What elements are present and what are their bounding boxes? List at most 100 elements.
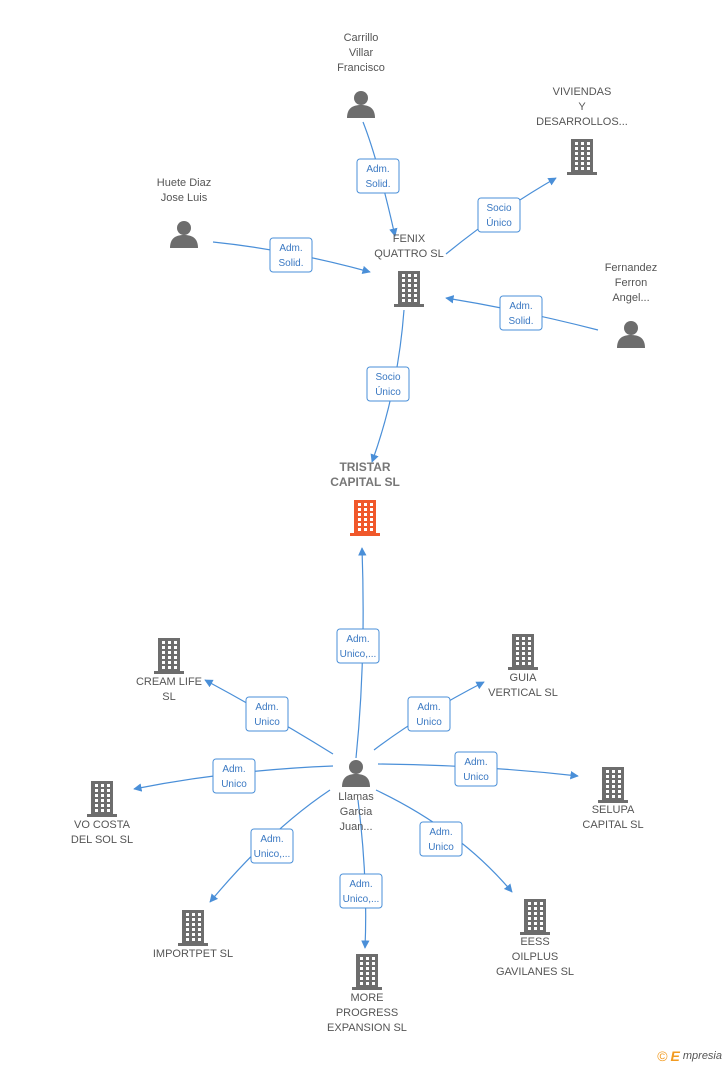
edge-label-text: Unico,... xyxy=(343,894,380,905)
node-label: Ferron xyxy=(615,277,647,289)
edge-carrillo-to-fenix: Adm. Solid. xyxy=(356,121,400,237)
edge-label-box[interactable]: Adm. Unico,... xyxy=(339,873,383,909)
node-llamas[interactable]: LlamasGarciaJuan... xyxy=(338,760,374,833)
edge-label-frame xyxy=(454,751,498,787)
edge-label-box[interactable]: Adm. Solid. xyxy=(356,158,400,194)
edge-label-frame xyxy=(356,158,400,194)
edge-label-frame xyxy=(499,295,543,331)
edge-label-box[interactable]: Adm. Solid. xyxy=(499,295,543,331)
edge-llamas-to-vocosta: Adm. Unico xyxy=(133,758,334,794)
edge-label-text: Socio xyxy=(375,372,400,383)
edge-label-frame xyxy=(212,758,256,794)
edge-llamas-to-tristar: Adm. Unico,... xyxy=(336,547,380,759)
edge-label-text: Adm. xyxy=(255,702,278,713)
person-icon xyxy=(342,760,370,787)
edge-label-text: Solid. xyxy=(508,316,533,327)
edge-label-text: Unico,... xyxy=(254,849,291,860)
node-label: Angel... xyxy=(612,292,649,304)
node-label: IMPORTPET SL xyxy=(153,948,233,960)
node-label: Francisco xyxy=(337,62,385,74)
edge-label-text: Adm. xyxy=(222,764,245,775)
edge-label-box[interactable]: Adm.Unico xyxy=(419,821,463,857)
edge-label-text: Adm. xyxy=(464,757,487,768)
edge-label-text: Solid. xyxy=(365,179,390,190)
edge-llamas-to-cream: Adm. Unico xyxy=(204,679,334,755)
node-label: PROGRESS xyxy=(336,1007,398,1019)
node-more[interactable]: MORE PROGRESS EXPANSION SL xyxy=(327,954,407,1034)
edge-label-text: Socio xyxy=(486,203,511,214)
node-label: Juan... xyxy=(339,821,372,833)
edge-label-frame xyxy=(336,628,380,664)
copyright-symbol: © xyxy=(657,1048,668,1064)
edge-label-box[interactable]: Adm.Unico xyxy=(407,696,451,732)
node-viviendas[interactable]: VIVIENDAS Y DESARROLLOS... xyxy=(536,86,628,175)
edge-label-box[interactable]: Adm. Unico xyxy=(454,751,498,787)
edge-llamas-to-importpet: Adm.Unico,... xyxy=(209,789,331,903)
edge-llamas-to-guia: Adm.Unico xyxy=(373,681,485,751)
edge-label-text: Adm. xyxy=(349,879,372,890)
brand-logo-initial: E xyxy=(670,1048,680,1064)
edge-label-box[interactable]: Adm.Solid. xyxy=(269,237,313,273)
node-label: DESARROLLOS... xyxy=(536,116,628,128)
building-icon xyxy=(598,767,628,803)
node-label: SELUPA xyxy=(592,804,635,816)
node-label: OILPLUS xyxy=(512,951,558,963)
edge-label-box[interactable]: Adm. Unico xyxy=(245,696,289,732)
edge-label-text: Adm. xyxy=(346,634,369,645)
edge-label-text: Adm. xyxy=(366,164,389,175)
edge-label-text: Unico xyxy=(221,779,247,790)
node-label: EESS xyxy=(520,936,549,948)
node-label: TRISTAR xyxy=(339,460,390,474)
building-icon xyxy=(352,954,382,990)
edge-label-box[interactable]: Adm.Unico,... xyxy=(250,828,294,864)
edge-label-text: Unico xyxy=(416,717,442,728)
node-importpet[interactable]: IMPORTPET SL xyxy=(153,910,233,960)
edge-label-frame xyxy=(245,696,289,732)
edge-label-frame xyxy=(339,873,383,909)
node-label: MORE xyxy=(351,992,384,1004)
edge-label-text: Unico xyxy=(463,772,489,783)
node-label: Carrillo xyxy=(344,32,379,44)
node-label: QUATTRO SL xyxy=(374,248,443,260)
node-fenix[interactable]: FENIX QUATTRO SL xyxy=(374,233,444,307)
node-label: Y xyxy=(578,101,586,113)
node-label: FENIX xyxy=(393,233,426,245)
edge-label-frame xyxy=(250,828,294,864)
edge-label-text: Solid. xyxy=(278,258,303,269)
node-label: VIVIENDAS xyxy=(553,86,612,98)
node-label: Jose Luis xyxy=(161,192,208,204)
edge-label-text: Unico xyxy=(254,717,280,728)
edge-label-text: Unico,... xyxy=(340,649,377,660)
node-label: Fernandez xyxy=(605,262,658,274)
edge-label-frame xyxy=(407,696,451,732)
building-icon xyxy=(567,139,597,175)
edge-label-box[interactable]: Adm. Unico xyxy=(212,758,256,794)
building-icon xyxy=(178,910,208,946)
node-label: Villar xyxy=(349,47,374,59)
node-label: Garcia xyxy=(340,806,373,818)
edge-label-text: Adm. xyxy=(509,301,532,312)
node-label: CAPITAL SL xyxy=(330,475,400,489)
edge-label-box[interactable]: Adm. Unico,... xyxy=(336,628,380,664)
person-icon xyxy=(347,91,375,118)
node-label: SL xyxy=(162,691,175,703)
edge-label-frame xyxy=(419,821,463,857)
node-label: EXPANSION SL xyxy=(327,1022,407,1034)
node-fernandez[interactable]: FernandezFerronAngel... xyxy=(605,262,658,348)
edge-label-frame xyxy=(269,237,313,273)
